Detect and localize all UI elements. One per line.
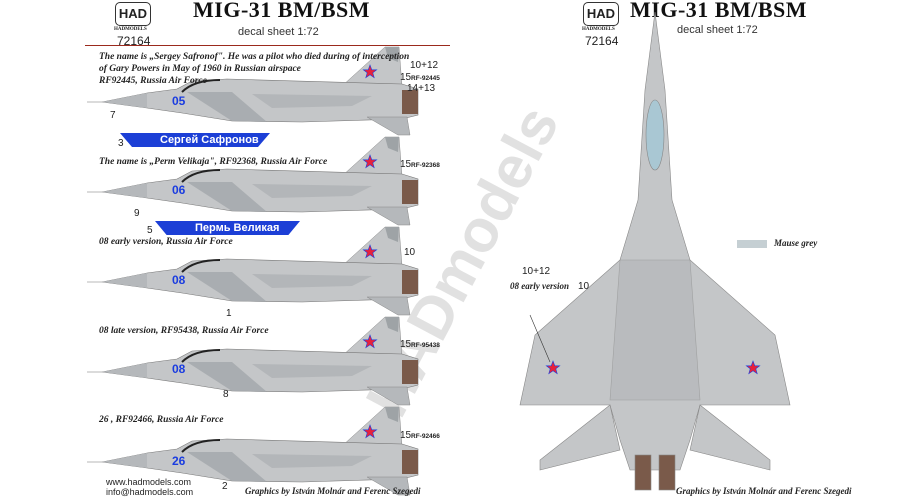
side-number: 08 xyxy=(172,362,186,376)
callout: 10 xyxy=(404,247,416,258)
page-subtitle: decal sheet 1:72 xyxy=(238,26,319,38)
mause-grey-swatch xyxy=(737,240,767,248)
credits: Graphics by István Molnár and Ferenc Sze… xyxy=(676,486,852,496)
side-number: 08 xyxy=(172,273,186,287)
kit-code: 72164 xyxy=(117,34,151,48)
logo-subtitle: HADMODELS xyxy=(582,27,615,32)
top-view xyxy=(519,11,791,491)
profile-4-caption: 08 late version, RF95438, Russia Air For… xyxy=(99,326,269,336)
callout: 3 xyxy=(118,138,124,149)
side-number: 05 xyxy=(172,94,186,108)
callout: 9 xyxy=(134,208,140,219)
callout: 10+12 xyxy=(522,266,551,277)
side-number: 06 xyxy=(172,183,186,197)
page-title: MIG-31 BM/BSM xyxy=(193,0,370,22)
callout: 15 xyxy=(400,72,412,83)
registration: RF-92445 xyxy=(411,75,440,82)
divider xyxy=(85,45,450,46)
callout: 2 xyxy=(222,481,228,492)
callout: 15 xyxy=(400,339,412,350)
email-link[interactable]: info@hadmodels.com xyxy=(106,487,194,497)
kit-code: 72164 xyxy=(585,34,619,48)
callout: 5 xyxy=(147,225,153,236)
callout: 10+12 xyxy=(410,60,439,71)
version-label: 08 early version xyxy=(510,281,569,291)
name-band-decal: Сергей Сафронов xyxy=(120,133,270,147)
name-band-decal: Пермь Великая xyxy=(155,221,300,235)
page-subtitle: decal sheet 1:72 xyxy=(677,24,758,36)
page-title: MIG-31 BM/BSM xyxy=(630,0,807,22)
profile-1-caption: The name is „Sergey Safronof". He was a … xyxy=(99,52,410,86)
had-logo: HAD xyxy=(583,2,619,26)
callout: 1 xyxy=(226,308,232,319)
registration: RF-95438 xyxy=(411,342,440,349)
credits: Graphics by István Molnár and Ferenc Sze… xyxy=(245,486,421,496)
profile-2-caption: The name is „Perm Velikaja", RF92368, Ru… xyxy=(99,157,328,167)
callout: 7 xyxy=(110,110,116,121)
website-link[interactable]: www.hadmodels.com xyxy=(106,477,192,487)
callout: 8 xyxy=(223,389,229,400)
profile-5-caption: 26 , RF92466, Russia Air Force xyxy=(99,415,224,425)
callout: 15 xyxy=(400,159,412,170)
registration: RF-92466 xyxy=(411,433,440,440)
color-legend: Mause grey xyxy=(774,238,818,248)
profile-3-caption: 08 early version, Russia Air Force xyxy=(99,237,233,247)
callout: 10 xyxy=(578,281,590,292)
callout: 14+13 xyxy=(407,83,436,94)
registration: RF-92368 xyxy=(411,162,440,169)
side-number: 26 xyxy=(172,454,186,468)
logo-subtitle: HADMODELS xyxy=(114,27,147,32)
had-logo: HAD xyxy=(115,2,151,26)
callout: 15 xyxy=(400,430,412,441)
